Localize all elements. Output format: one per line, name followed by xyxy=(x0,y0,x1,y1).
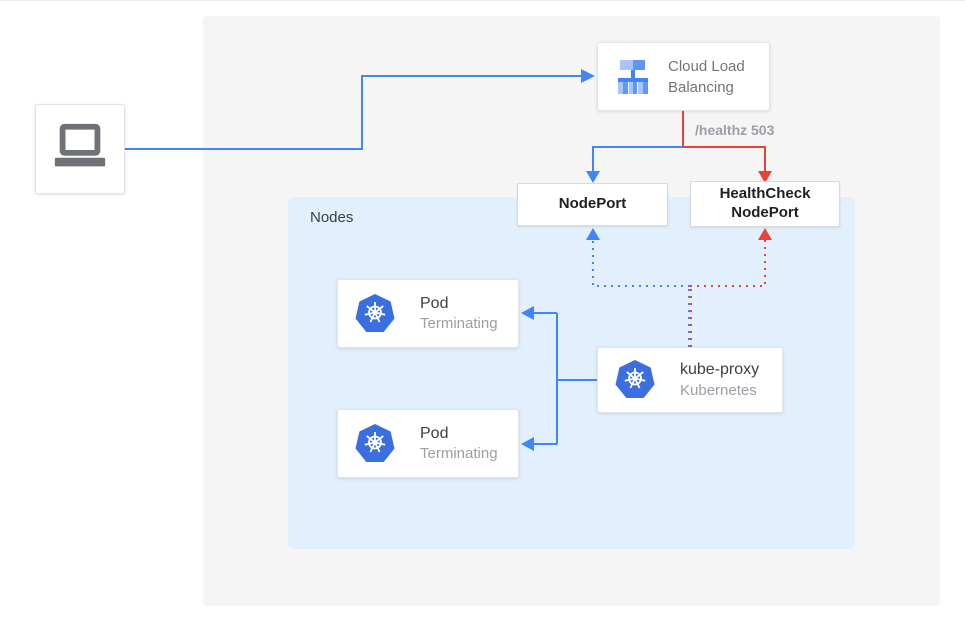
pod-title: Pod xyxy=(420,424,449,442)
kubernetes-icon xyxy=(352,292,398,336)
pod-title: Pod xyxy=(420,294,449,312)
pod-status: Terminating xyxy=(420,315,498,333)
laptop-icon xyxy=(49,119,111,179)
cloud-load-balancing-node: Cloud Load Balancing xyxy=(597,42,770,111)
nodes-group-label: Nodes xyxy=(310,209,354,226)
nodeport-node: NodePort xyxy=(517,183,668,226)
client-node xyxy=(35,104,125,194)
kube-proxy-subtitle: Kubernetes xyxy=(680,381,757,399)
load-balancer-icon xyxy=(613,57,653,97)
pod-node: Pod Terminating xyxy=(337,279,519,348)
healthcheck-nodeport-node: HealthCheck NodePort xyxy=(690,181,840,227)
kubernetes-icon xyxy=(352,422,398,466)
cloud-load-balancing-label: Cloud Load Balancing xyxy=(668,57,745,96)
kubernetes-icon xyxy=(612,358,658,402)
pod-node: Pod Terminating xyxy=(337,409,519,478)
kube-proxy-node: kube-proxy Kubernetes xyxy=(597,347,783,413)
kube-proxy-title: kube-proxy xyxy=(680,361,760,379)
nodeport-label: NodePort xyxy=(558,195,627,213)
healthcheck-nodeport-label: HealthCheck NodePort xyxy=(719,185,811,221)
pod-status: Terminating xyxy=(420,445,498,463)
healthz-status-label: /healthz 503 xyxy=(695,122,775,138)
